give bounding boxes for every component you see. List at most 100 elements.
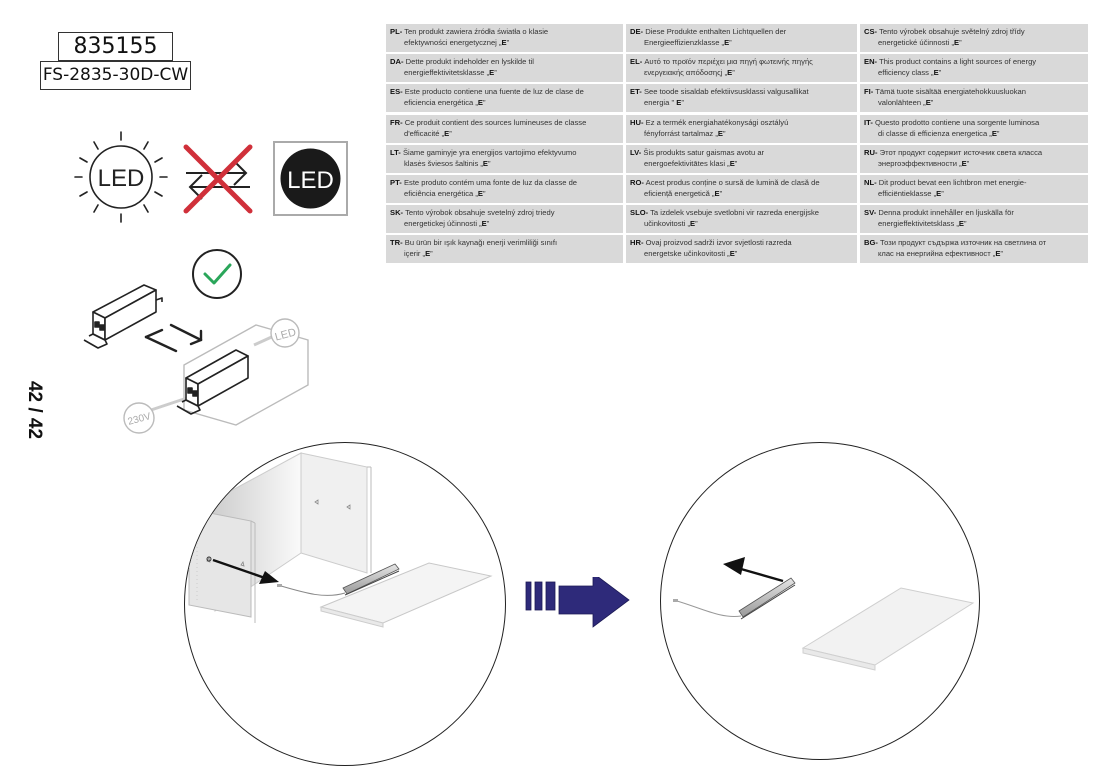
energy-class: E <box>489 68 495 78</box>
statement-line-1: Šis produkts satur gaismas avotu ar <box>643 147 765 157</box>
statement-line-1: Este producto contiene una fuente de luz… <box>404 87 584 97</box>
energy-class: E <box>714 188 720 198</box>
energy-table-cell: SK- Tento výrobok obsahuje svetelný zdro… <box>386 205 623 234</box>
language-code: SLO- <box>630 208 649 218</box>
statement-line-2: efficiency class „ <box>878 68 934 78</box>
closing-quote: ” <box>488 158 491 168</box>
language-code: EL- <box>630 57 643 67</box>
statement-line-1: Tento výrobek obsahuje světelný zdroj tř… <box>879 27 1025 36</box>
energy-table-cell: IT- Questo prodotto contiene una sorgent… <box>860 114 1088 143</box>
closing-quote: ” <box>963 219 967 229</box>
energy-table-row: TR- Bu ürün bir ışık kaynağı enerji veri… <box>386 235 1088 265</box>
language-code: RO- <box>630 177 644 187</box>
energy-class: E <box>727 68 733 78</box>
statement-line-2: energoefektivitātes klasi „ <box>644 158 730 168</box>
statement-line-2: fényforrást tartalmaz „ <box>644 128 718 138</box>
energy-class: E <box>933 68 939 78</box>
closing-quote: ” <box>966 158 970 168</box>
closing-quote: ” <box>719 188 723 198</box>
page-number: 42 / 42 <box>24 380 45 440</box>
energy-table-row: DA- Dette produkt indeholder en lyskilde… <box>386 54 1088 84</box>
language-code: CS- <box>864 27 878 36</box>
language-code: PT- <box>390 177 402 187</box>
statement-line-2: ενεργειακής απόδοσηςj „ <box>644 68 728 78</box>
energy-table-row: SK- Tento výrobok obsahuje svetelný zdro… <box>386 205 1088 235</box>
closing-quote: ” <box>734 249 738 259</box>
energy-table-cell: CS- Tento výrobek obsahuje světelný zdro… <box>860 24 1088 52</box>
article-number: 835155 <box>58 32 173 61</box>
language-code: FI- <box>864 87 874 97</box>
energy-table-cell: RU- Этот продукт содержит источник света… <box>860 144 1088 173</box>
closing-quote: ” <box>486 219 490 229</box>
energy-table-cell: FI- Tämä tuote sisältää energiatehokkuus… <box>860 84 1088 113</box>
language-code: LV- <box>630 147 642 157</box>
statement-line-1: Этот продукт содержит источник света кла… <box>879 147 1043 157</box>
energy-table-row: FR- Ce produit contient des sources lumi… <box>386 114 1088 145</box>
energy-table-cell: SLO- Ta izdelek vsebuje svetlobni vir ra… <box>626 205 857 234</box>
after-panel-illustration <box>660 442 980 760</box>
energy-table-cell: EN- This product contains a light source… <box>860 54 1088 83</box>
led-light-label: LED <box>98 165 145 192</box>
energy-class: E <box>477 188 483 198</box>
language-code: LT- <box>390 147 401 157</box>
statement-line-1: Šiame gaminyje yra energijos vartojimo e… <box>402 147 577 157</box>
closing-quote: ” <box>430 249 433 259</box>
statement-line-2: energetickej účinnosti „ <box>404 219 482 229</box>
energy-table-cell: PT- Este produto contém uma fonte de luz… <box>386 174 623 203</box>
statement-line-1: Tento výrobok obsahuje svetelný zdroj tr… <box>405 208 555 218</box>
language-code: ES- <box>390 87 403 97</box>
closing-quote: ” <box>729 38 732 47</box>
statement-line-1: Dit product bevat een lichtbron met ener… <box>878 177 1027 187</box>
language-code: DA- <box>390 57 404 67</box>
statement-line-1: Ten produkt zawiera źródła światła o kla… <box>404 27 549 36</box>
language-code: IT- <box>864 117 873 127</box>
energy-class: E <box>995 249 1001 259</box>
led-light-icon: LED <box>74 131 168 223</box>
statement-line-1: Този продукт съдържа източник на светлин… <box>880 238 1047 248</box>
energy-table-cell: ES- Este producto contiene una fuente de… <box>386 84 623 113</box>
energy-table-cell: NL- Dit product bevat een lichtbron met … <box>860 174 1088 203</box>
energy-table-cell: SV- Denna produkt innehåller en ljuskäll… <box>860 205 1088 234</box>
language-code: FR- <box>390 117 403 127</box>
statement-line-2: клас на енергийна ефективност „ <box>878 249 996 259</box>
statement-line-1: Ce produit contient des sources lumineus… <box>404 117 587 127</box>
energy-table-cell: HU- Ez a termék energiahatékonysági oszt… <box>626 114 857 143</box>
language-code: ET- <box>630 87 642 97</box>
energy-table-cell: TR- Bu ürün bir ışık kaynağı enerji veri… <box>386 235 623 264</box>
statement-line-1: Ovaj proizvod sadrži izvor svjetlosti ra… <box>645 238 792 248</box>
led-integrated-label: LED <box>287 167 334 194</box>
statement-line-1: Bu ürün bir ışık kaynağı enerji verimlil… <box>404 238 558 248</box>
energy-class: E <box>481 219 487 229</box>
statement-line-2: eficiencia energética „ <box>404 98 478 108</box>
check-circle-icon <box>192 249 242 299</box>
closing-quote: ” <box>482 188 486 198</box>
statement-line-1: Dette produkt indeholder en lyskilde til <box>405 57 534 67</box>
statement-line-1: Diese Produkte enthalten Lichtquellen de… <box>645 27 787 36</box>
language-code: SK- <box>390 208 404 218</box>
energy-class: E <box>958 219 964 229</box>
language-code: EN- <box>864 57 878 67</box>
closing-quote: ” <box>722 128 726 138</box>
model-code: FS-2835-30D-CW <box>40 61 191 90</box>
statement-line-1: Αυτό το προϊόν περιέχει μια πηγή φωτεινή… <box>644 57 813 67</box>
statement-line-1: Ta izdelek vsebuje svetlobni vir razreda… <box>650 208 819 218</box>
energy-table-cell: EL- Αυτό το προϊόν περιέχει μια πηγή φωτ… <box>626 54 857 83</box>
language-code: RU- <box>864 147 878 157</box>
statement-line-2: efektywności energetycznej „ <box>404 38 502 47</box>
energy-class: E <box>717 128 723 138</box>
closing-quote: ” <box>695 219 698 229</box>
statement-line-1: See toode sisaldab efektiivsusklassi val… <box>643 87 809 97</box>
statement-line-1: Questo prodotto contiene una sorgente lu… <box>874 117 1040 127</box>
energy-table-row: PT- Este produto contém uma fonte de luz… <box>386 174 1088 205</box>
closing-quote: ” <box>996 128 1000 138</box>
closing-quote: ” <box>959 38 962 47</box>
closing-quote: ” <box>732 68 735 78</box>
energy-table-cell: PL- Ten produkt zawiera źródła światła o… <box>386 24 623 52</box>
closing-quote: ” <box>1000 249 1003 259</box>
closing-quote: ” <box>734 158 738 168</box>
statement-line-2: Energieeffizienzklasse „ <box>644 38 725 47</box>
energy-class: E <box>501 38 507 47</box>
statement-line-1: Denna produkt innehåller en ljuskälla fö… <box>878 208 1014 218</box>
statement-line-2: d'efficacité „ <box>404 128 445 138</box>
